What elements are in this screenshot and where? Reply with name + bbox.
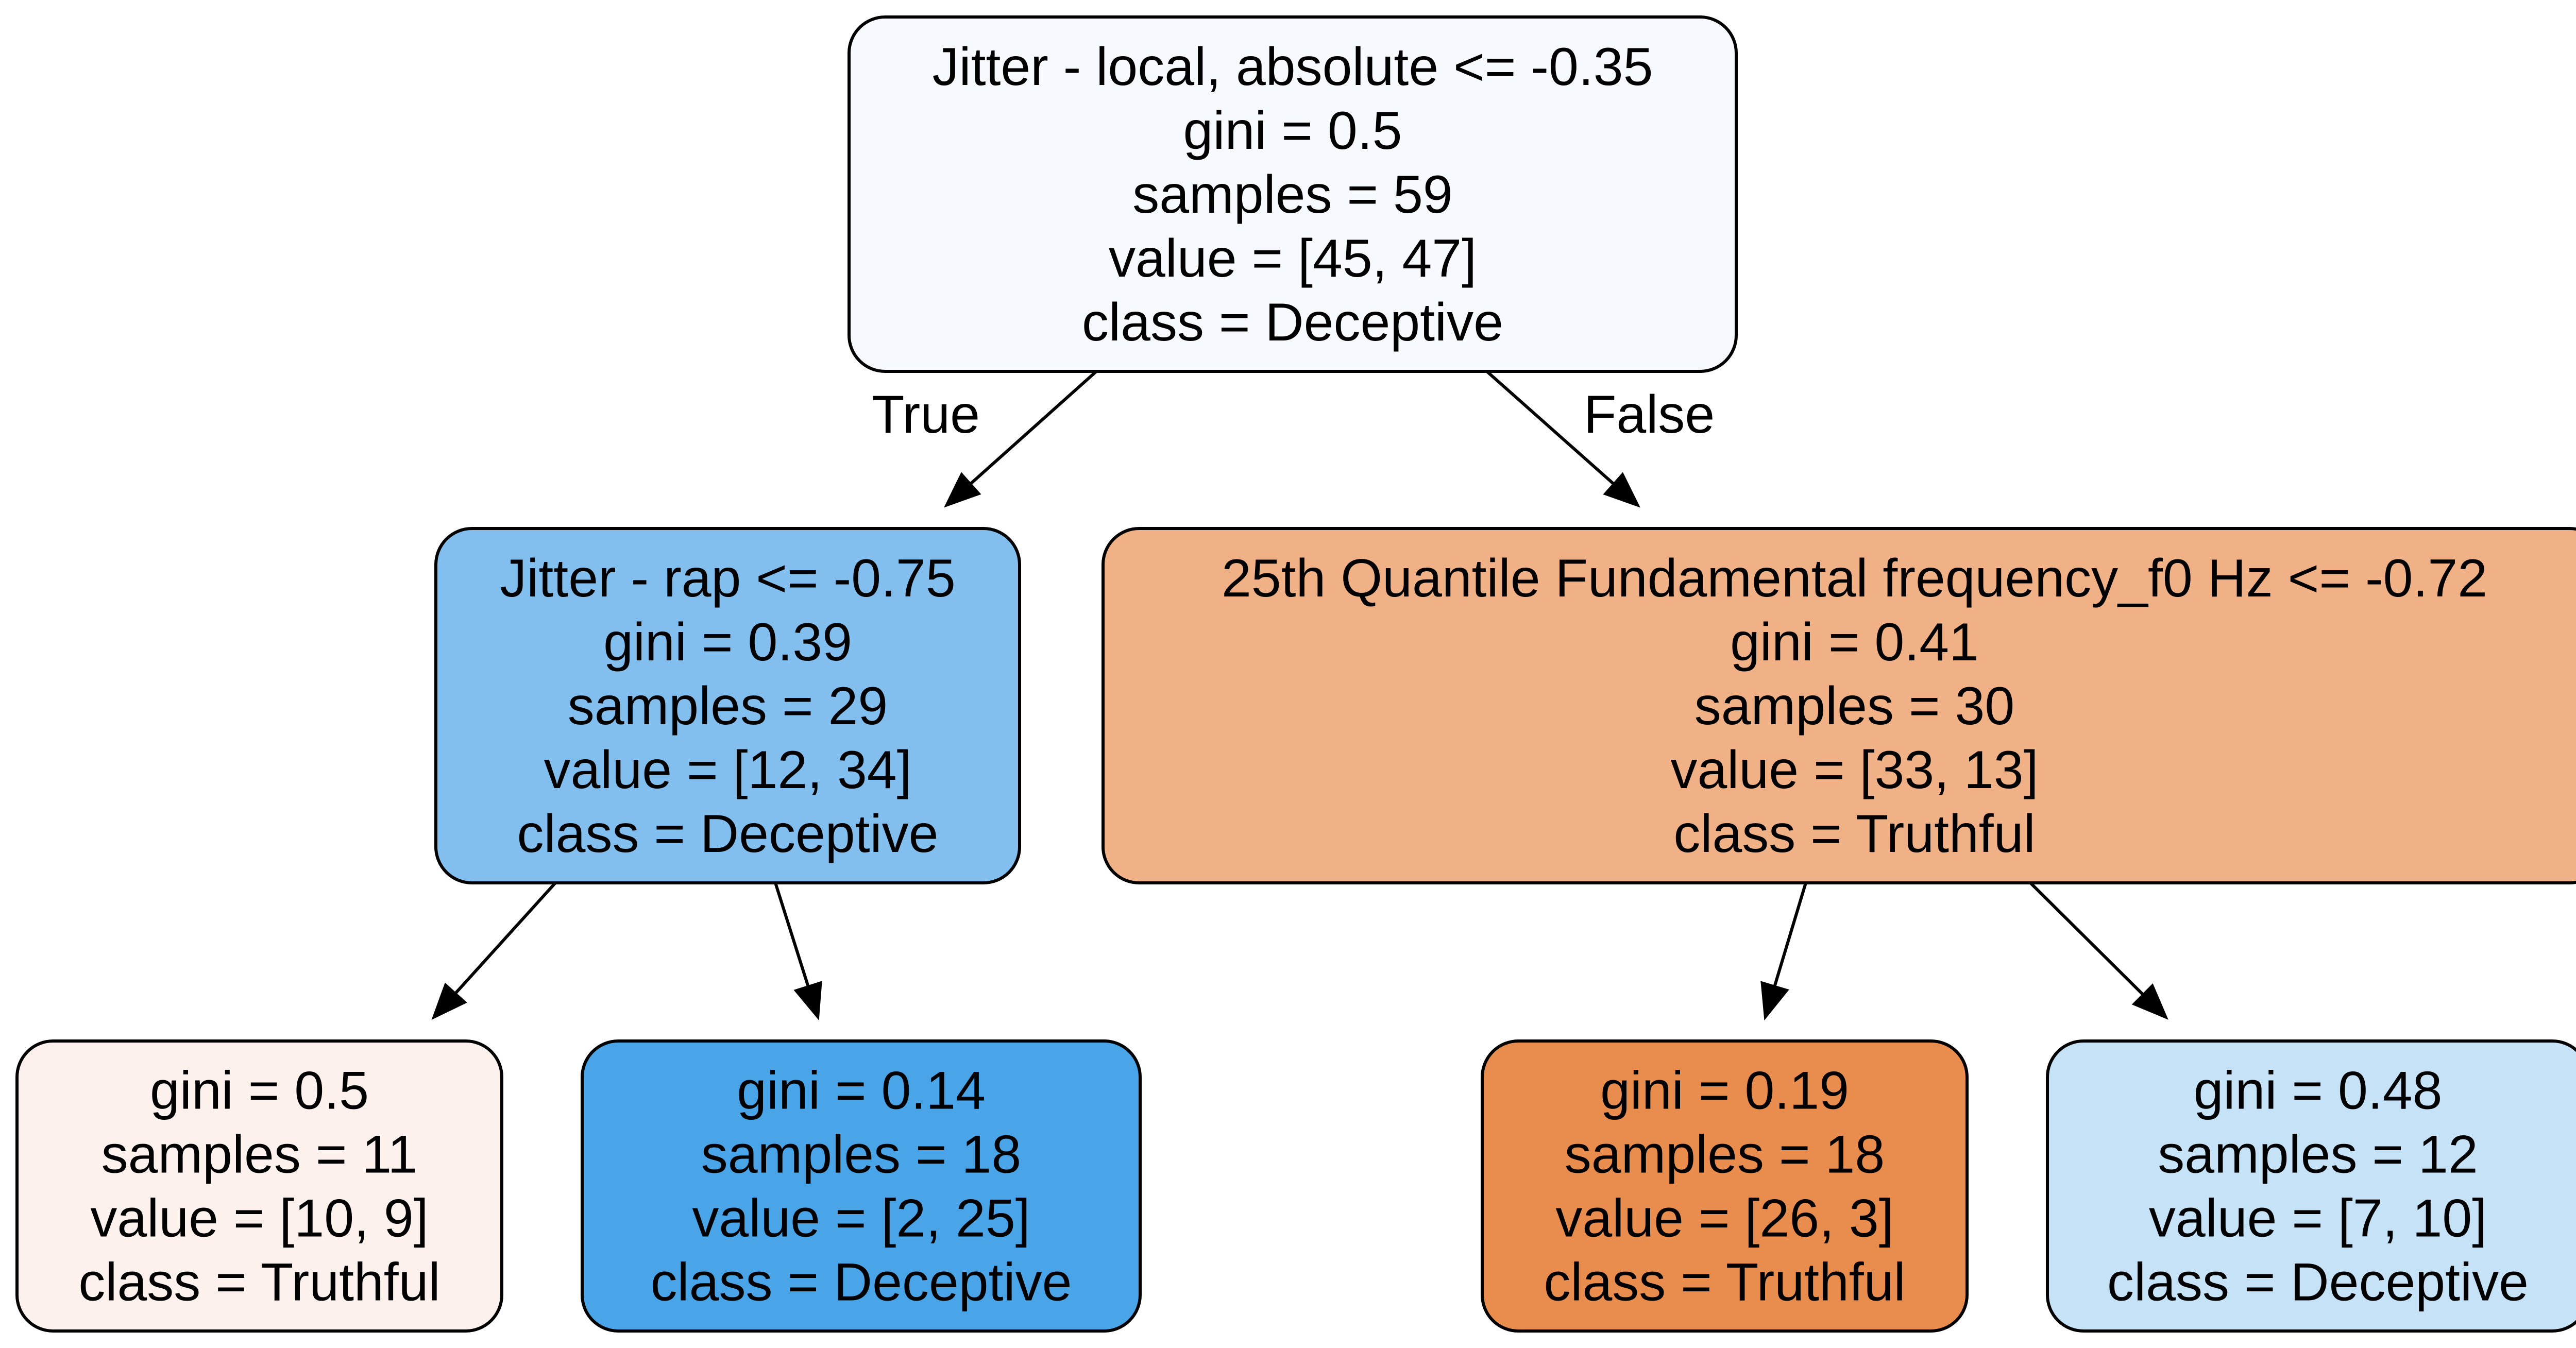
tree-node-box (15, 1039, 503, 1333)
tree-node-line: gini = 0.41 (1730, 612, 1979, 672)
tree-node-line: 25th Quantile Fundamental frequency_f0 H… (1222, 549, 2487, 608)
tree-edge-left-lr (774, 882, 822, 1021)
tree-edge-left-ll (431, 881, 557, 1020)
tree-node-box (848, 15, 1738, 373)
tree-edge-root-right: False (1486, 370, 1715, 508)
edge-line (1773, 882, 1807, 987)
tree-node-right: 25th Quantile Fundamental frequency_f0 H… (1101, 527, 2576, 884)
edges-layer: True False (431, 370, 2168, 1021)
tree-node-box (1101, 527, 2576, 884)
tree-node-line: value = [26, 3] (1555, 1189, 1893, 1249)
tree-node-line: samples = 11 (101, 1125, 418, 1185)
arrowhead-icon (793, 981, 822, 1021)
tree-node-line: value = [7, 10] (2149, 1189, 2487, 1249)
tree-node-line: samples = 59 (1132, 165, 1452, 225)
tree-node-line: class = Deceptive (651, 1253, 1072, 1312)
tree-node-line: samples = 18 (701, 1125, 1021, 1185)
edge-label-false: False (1584, 385, 1715, 445)
tree-node-line: gini = 0.39 (603, 612, 852, 672)
tree-node-line: value = [10, 9] (90, 1189, 428, 1249)
tree-edge-right-rr (2029, 881, 2168, 1020)
tree-node-line: value = [12, 34] (544, 740, 911, 800)
tree-node-line: class = Deceptive (517, 804, 939, 864)
tree-node-box (581, 1039, 1142, 1333)
edge-line (774, 882, 810, 987)
tree-node-line: Jitter - local, absolute <= -0.35 (933, 37, 1653, 97)
edge-label-true: True (872, 385, 980, 445)
tree-node-line: samples = 18 (1565, 1125, 1885, 1185)
tree-node-line: class = Truthful (1544, 1253, 1905, 1312)
tree-node-line: class = Truthful (78, 1253, 440, 1312)
tree-node-line: gini = 0.19 (1600, 1061, 1849, 1121)
tree-node-box (2046, 1039, 2576, 1333)
tree-node-line: gini = 0.5 (1183, 101, 1402, 161)
tree-node-box (1481, 1039, 1969, 1333)
tree-node-line: value = [33, 13] (1670, 740, 2038, 800)
tree-node-line: value = [45, 47] (1109, 229, 1477, 288)
tree-edge-root-left: True (872, 370, 1097, 508)
tree-node-line: samples = 29 (568, 676, 888, 736)
arrowhead-icon (431, 982, 467, 1020)
tree-edge-right-rl (1760, 882, 1807, 1021)
edge-line (969, 370, 1097, 485)
edge-line (454, 881, 557, 995)
tree-node-line: samples = 12 (2158, 1125, 2478, 1185)
tree-node-line: gini = 0.14 (737, 1061, 986, 1121)
tree-node-box (434, 527, 1021, 884)
arrowhead-icon (1760, 981, 1789, 1021)
tree-node-line: Jitter - rap <= -0.75 (500, 549, 955, 608)
tree-node-line: class = Deceptive (2107, 1253, 2529, 1312)
tree-node-line: gini = 0.48 (2194, 1061, 2443, 1121)
arrowhead-icon (1603, 472, 1640, 508)
arrowhead-icon (944, 472, 981, 508)
edge-line (1486, 370, 1615, 485)
arrowhead-icon (2131, 983, 2168, 1020)
edge-line (2029, 881, 2144, 996)
tree-node-line: class = Deceptive (1082, 293, 1503, 352)
tree-node-line: gini = 0.5 (150, 1061, 369, 1121)
tree-node-line: samples = 30 (1694, 676, 2014, 736)
tree-node-line: value = [2, 25] (692, 1189, 1030, 1249)
tree-node-line: class = Truthful (1673, 804, 2035, 864)
